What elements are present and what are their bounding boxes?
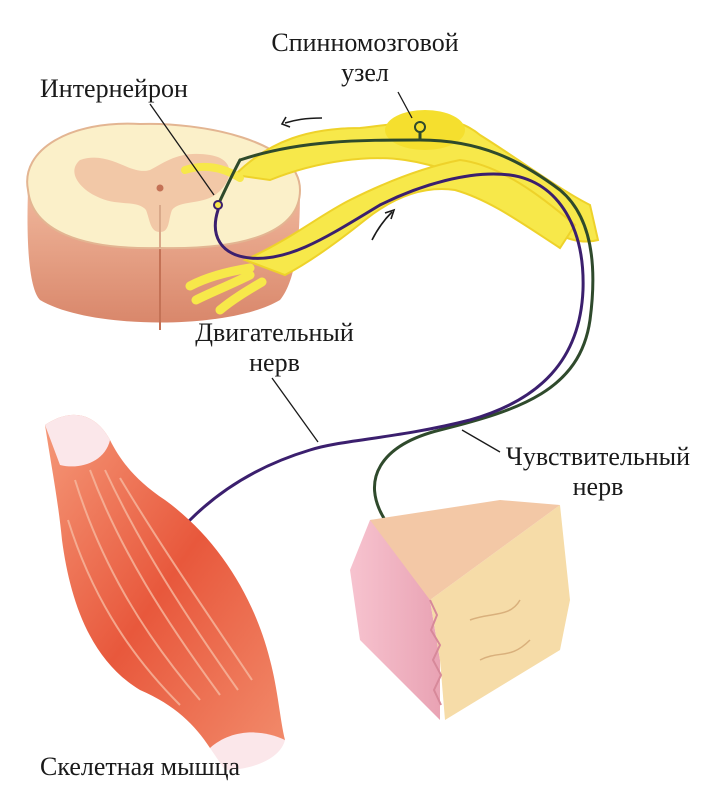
skeletal-muscle-label: Скелетная мышца bbox=[40, 752, 241, 781]
spinal-ganglion-label-line2: узел bbox=[341, 58, 389, 87]
arrow-up-right-icon bbox=[371, 211, 393, 241]
direction-arrows bbox=[280, 116, 396, 241]
sensory-nerve-label: Чувствительный нерв bbox=[482, 442, 714, 502]
arrow-up-left-head-icon bbox=[280, 116, 291, 128]
interneuron-cell bbox=[213, 200, 223, 210]
interneuron-label: Интернейрон bbox=[40, 74, 188, 103]
motor-nerve-label-line1: Двигательный bbox=[195, 318, 354, 347]
spinal-ganglion-label: Спинномозговой узел bbox=[250, 28, 480, 88]
sensory-nerve-label-line1: Чувствительный bbox=[505, 442, 691, 471]
arrow-up-left-icon bbox=[284, 117, 323, 124]
skin-fragment bbox=[350, 500, 570, 720]
arrow-up-right-head-icon bbox=[384, 208, 396, 220]
spinal-ganglion-label-line1: Спинномозговой bbox=[271, 28, 459, 57]
motor-nerve-label: Двигательный нерв bbox=[172, 318, 377, 378]
skeletal-muscle bbox=[45, 414, 285, 770]
sensory-nerve-label-line2: нерв bbox=[572, 472, 624, 501]
motor-nerve-label-line2: нерв bbox=[249, 348, 300, 377]
ganglion-cell-body bbox=[414, 121, 426, 133]
